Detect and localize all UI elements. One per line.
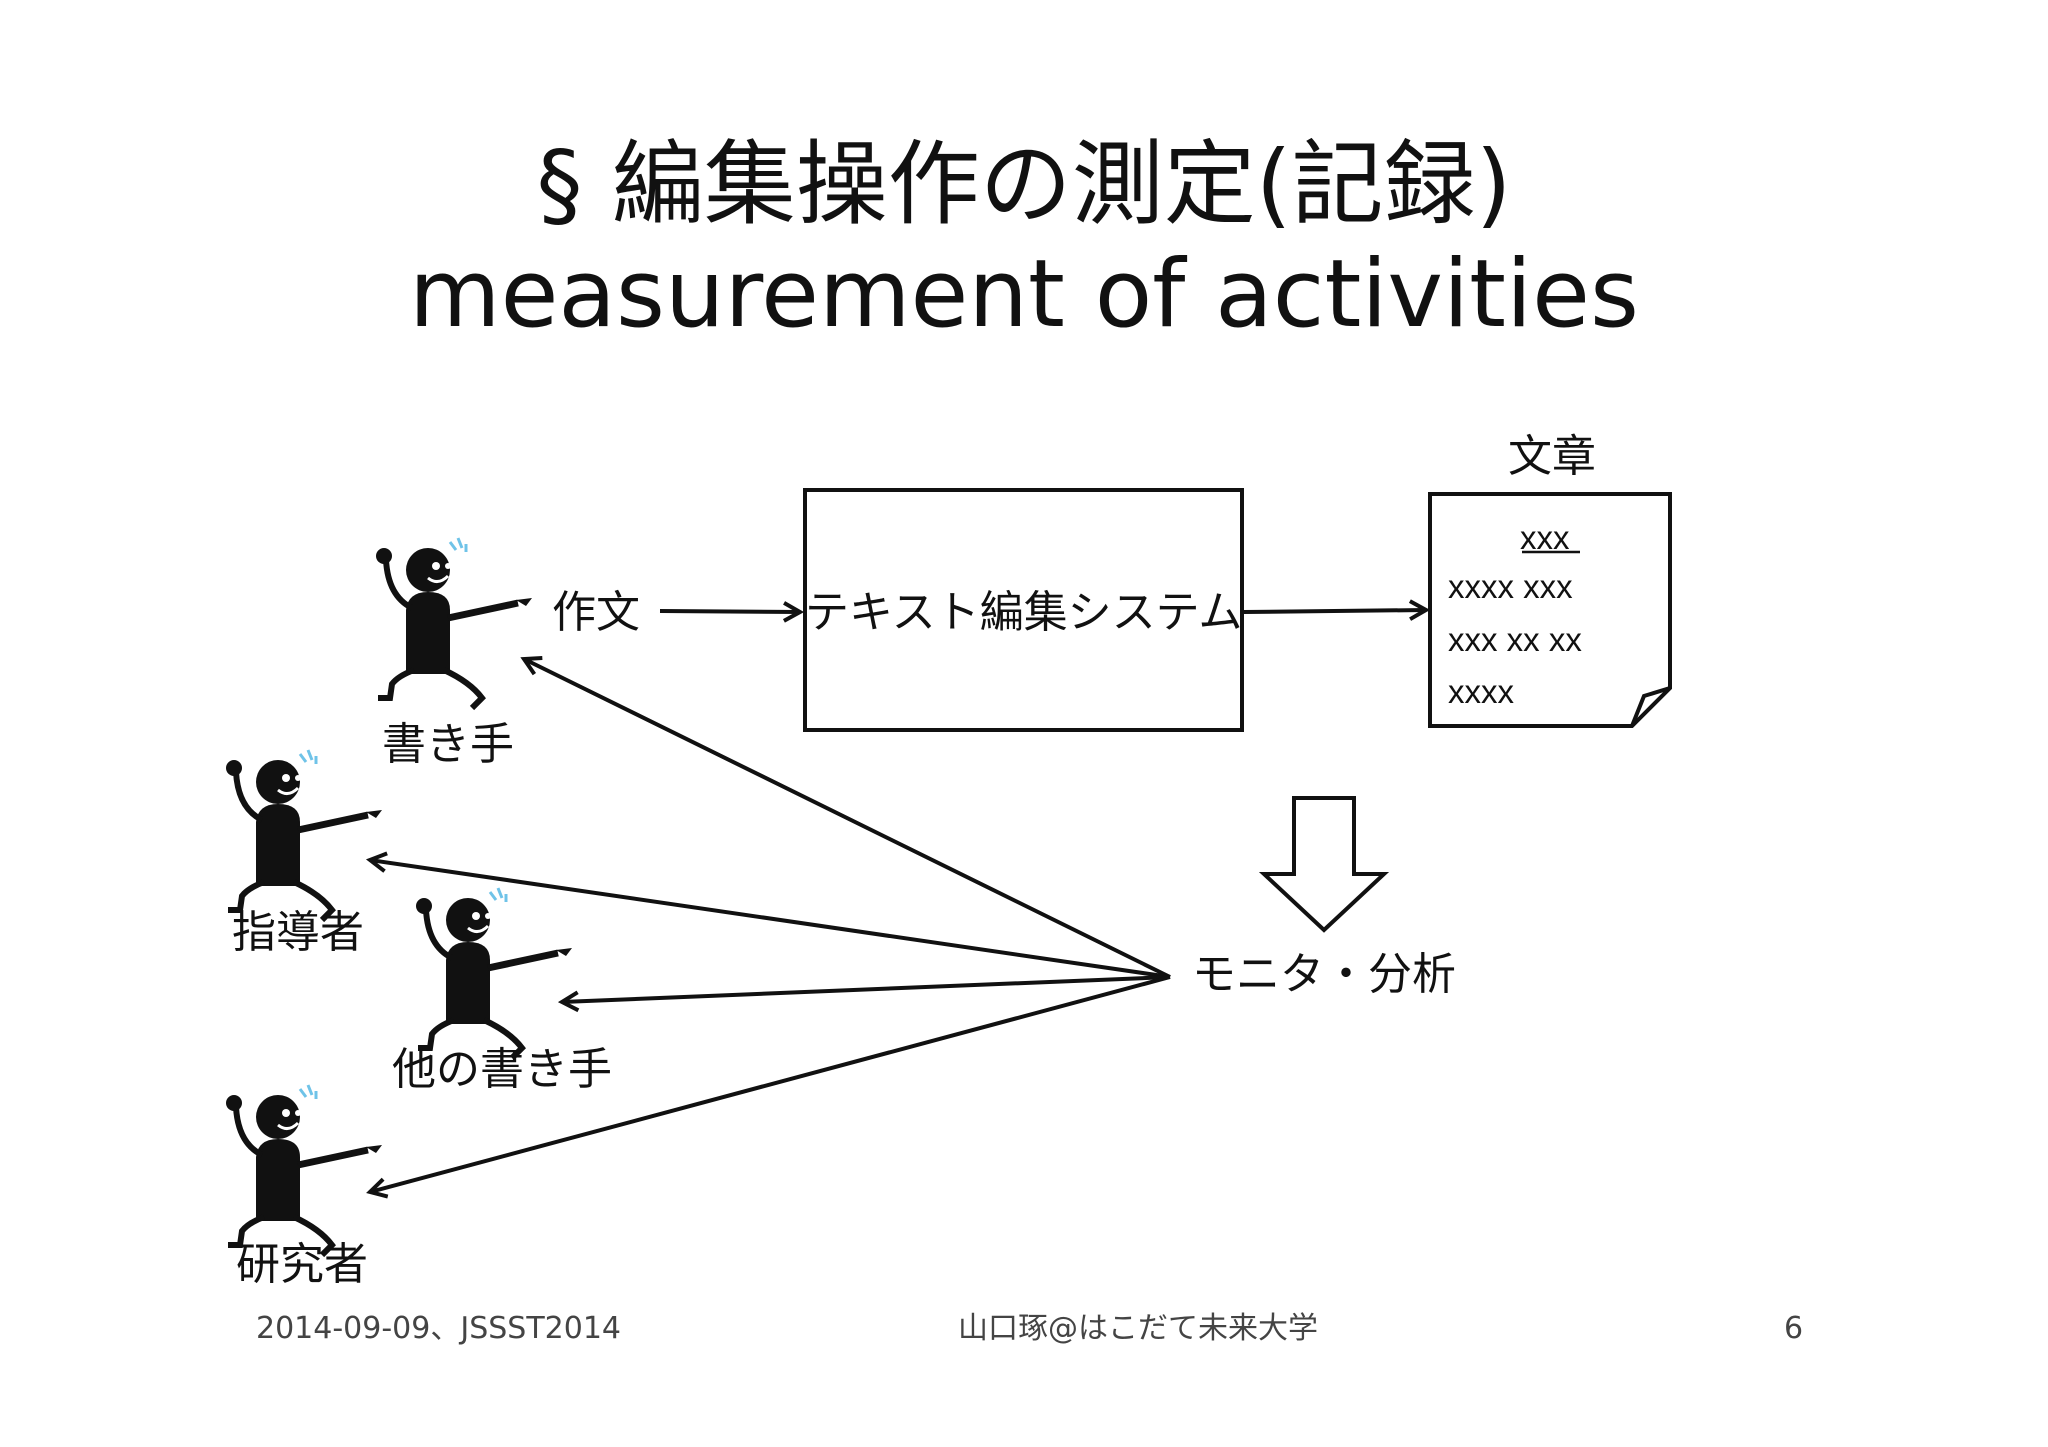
actor-label-writer: 書き手 [382, 719, 514, 770]
document-title: 文章 [1508, 431, 1596, 482]
actor-label-instructor: 指導者 [232, 907, 364, 958]
actor-label-other-writer: 他の書き手 [392, 1044, 612, 1095]
monitor-arrow-researcher [370, 975, 1171, 1192]
monitor-arrow-writer [524, 659, 1171, 979]
monitor-analysis-label: モニタ・分析 [1192, 949, 1456, 1000]
slide-title-en: measurement of activities [409, 240, 1639, 349]
footer-page-number: 6 [1784, 1311, 1804, 1346]
system-label: テキスト編集システム [805, 587, 1243, 638]
document-shape [1428, 492, 1672, 728]
document-line: xxx [1520, 519, 1570, 556]
actor-label-researcher: 研究者 [236, 1239, 368, 1290]
other-writer-figure [416, 888, 572, 1058]
researcher-figure [226, 1085, 382, 1255]
document-line: xxx xx xx [1448, 621, 1582, 658]
slide-title-jp: § 編集操作の測定(記録) [536, 131, 1512, 238]
footer-date-conference: 2014-09-09、JSSST2014 [256, 1311, 621, 1346]
monitor-arrow-instructor [370, 860, 1171, 979]
document-line: xxxx [1448, 673, 1514, 710]
footer-author: 山口琢@はこだて未来大学 [958, 1311, 1318, 1346]
instructor-figure [226, 750, 382, 920]
output-arrow [1243, 610, 1426, 612]
input-label: 作文 [552, 587, 640, 638]
down-arrow-icon [1258, 796, 1390, 933]
input-arrow [659, 611, 800, 612]
document-line: xxxx xxx [1448, 568, 1573, 605]
monitor-arrow-other-writer [562, 975, 1171, 1002]
writer-figure [376, 538, 532, 708]
text-editing-system-box [803, 488, 1244, 732]
